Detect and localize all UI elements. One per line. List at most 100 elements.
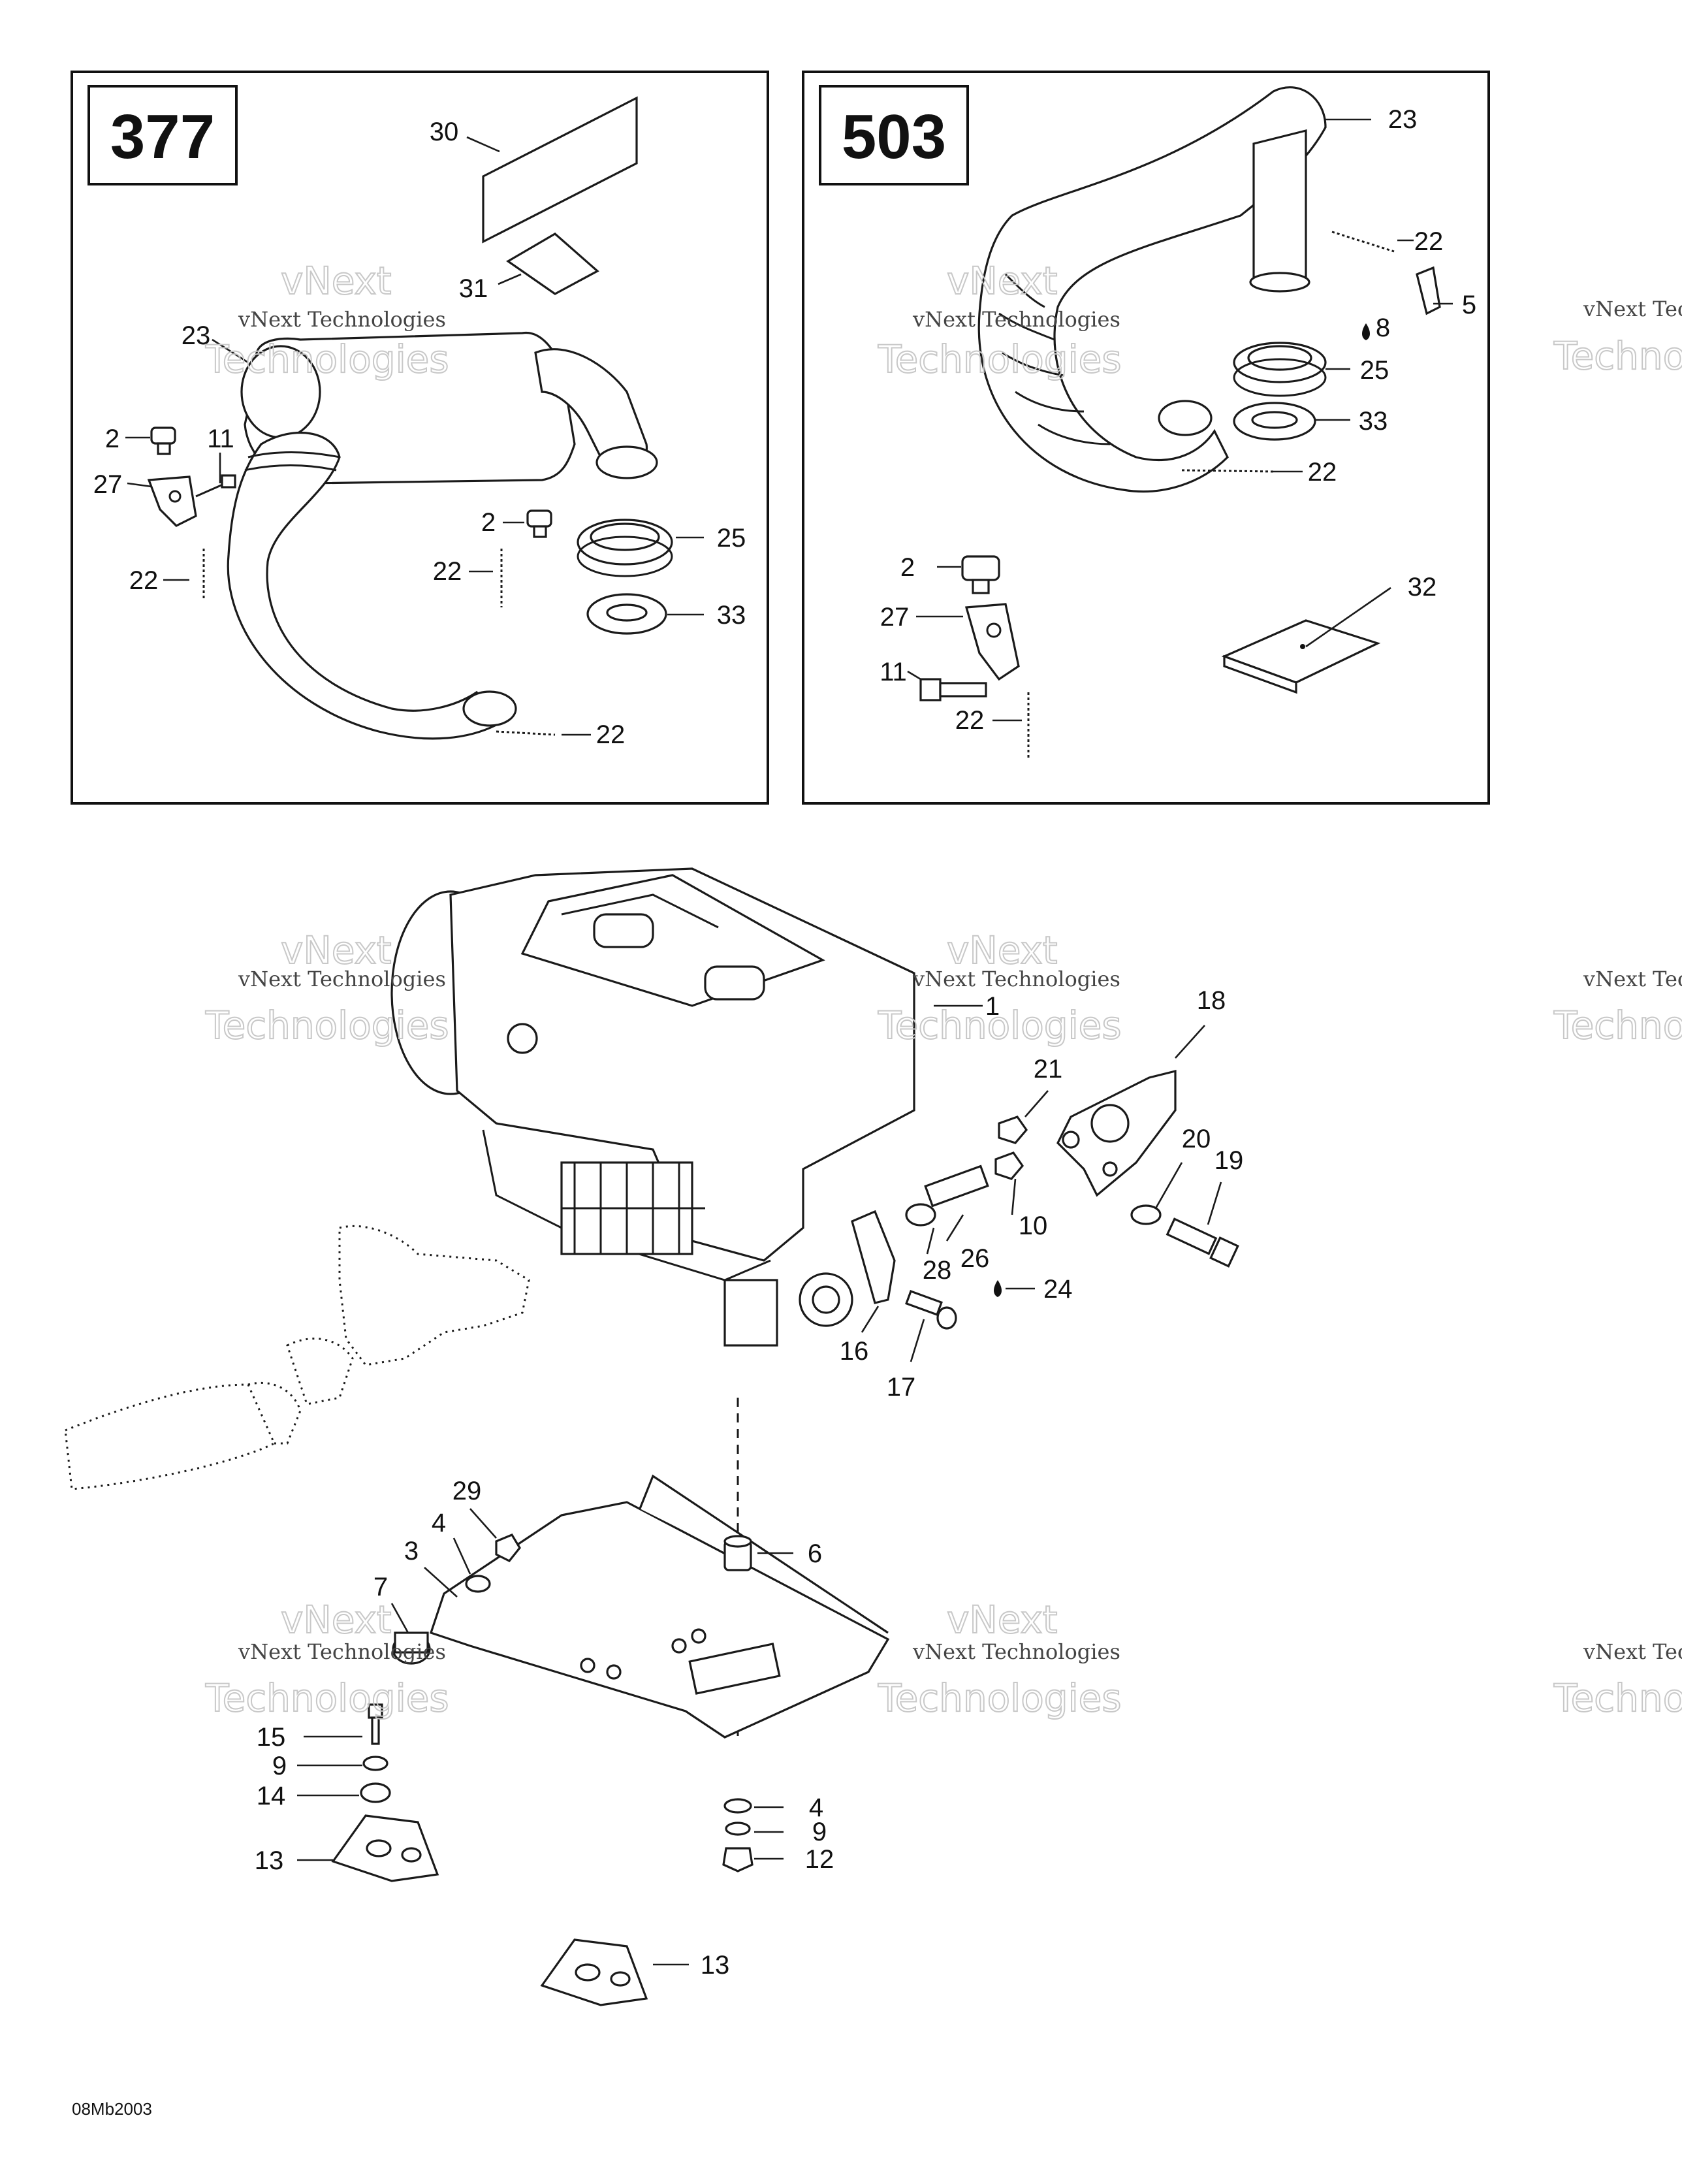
bolt-17: [905, 1290, 957, 1330]
label-2-right: 2: [900, 553, 915, 582]
bolt-11-right: [919, 678, 987, 701]
watermark-text-1: vNext Technologies: [238, 307, 446, 332]
washer-9-left: [362, 1756, 389, 1771]
engine-1: [390, 867, 915, 1347]
label-20: 20: [1182, 1125, 1211, 1153]
drop-8-icon: [1362, 323, 1370, 340]
label-9-bottom: 9: [812, 1818, 827, 1846]
label-23-left: 23: [182, 321, 211, 350]
bracket-27-left: [147, 475, 197, 527]
box-377-number: 377: [110, 102, 215, 172]
watermark-vnext-8: vNext: [947, 1598, 1057, 1642]
nut-12: [722, 1847, 754, 1872]
box-503-number: 503: [842, 102, 946, 172]
box-503: [819, 85, 969, 185]
label-15: 15: [257, 1723, 286, 1752]
label-9-left: 9: [272, 1752, 287, 1780]
spring-22-left-c: [496, 730, 556, 736]
label-25-right: 25: [1360, 356, 1389, 385]
label-17: 17: [887, 1373, 916, 1402]
label-33-left: 33: [717, 601, 746, 630]
label-4-bottom: 4: [809, 1793, 823, 1822]
gasket-25-left: [577, 519, 673, 577]
bolt-11-left: [195, 474, 236, 498]
leader-lines: [125, 118, 1453, 1966]
washer-4-top: [465, 1575, 491, 1593]
bolt-19: [1166, 1217, 1239, 1268]
label-27-right: 27: [880, 603, 910, 632]
label-8: 8: [1376, 313, 1390, 342]
watermark-tech-3: Technologies: [1553, 334, 1682, 378]
bolt-2-left: [150, 426, 176, 455]
label-7: 7: [373, 1573, 388, 1601]
watermark-tech-1: Technologies: [205, 337, 449, 381]
washer-20: [1130, 1204, 1162, 1225]
watermark-text-9: vNext Technologies: [1583, 1639, 1682, 1664]
label-6: 6: [808, 1539, 822, 1568]
watermark-tech-9: Technologies: [1553, 1676, 1682, 1720]
watermark-tech-5: Technologies: [878, 1003, 1122, 1048]
label-3: 3: [404, 1537, 419, 1566]
muffler-377: [227, 96, 658, 740]
watermark-text-5: vNext Technologies: [912, 967, 1120, 991]
label-24: 24: [1043, 1275, 1073, 1304]
pad-32: [1221, 619, 1381, 694]
label-21: 21: [1034, 1055, 1063, 1084]
watermark-tech-4: Technologies: [205, 1003, 449, 1048]
watermark-tech-6: Technologies: [1553, 1003, 1682, 1048]
label-11-right: 11: [880, 658, 907, 686]
intake-manifold-dotted: [64, 1225, 530, 1490]
washer-14: [360, 1782, 391, 1803]
label-22-right-b: 22: [1308, 458, 1337, 487]
label-5: 5: [1462, 291, 1476, 319]
label-10: 10: [1019, 1212, 1048, 1240]
watermark-text-2: vNext Technologies: [912, 307, 1120, 332]
watermark-vnext-1: vNext: [281, 259, 391, 303]
panel-503-frame: [802, 71, 1490, 805]
bolt-15: [368, 1703, 383, 1745]
spacer-6: [723, 1535, 752, 1571]
label-22-left-c: 22: [596, 720, 626, 749]
watermarks: vNext vNext Technologies Technologies vN…: [204, 258, 1682, 1721]
nut-10: [994, 1151, 1024, 1180]
watermark-vnext-5: vNext: [947, 928, 1057, 972]
label-11-left: 11: [207, 425, 234, 453]
label-31: 31: [459, 274, 488, 303]
watermark-tech-7: Technologies: [205, 1676, 449, 1720]
label-28: 28: [923, 1256, 952, 1285]
rubber-mount-7: [392, 1631, 431, 1665]
label-22-right-c: 22: [955, 706, 985, 735]
engine-mount-plate-3: [429, 1474, 890, 1739]
bolt-2-mid: [526, 509, 552, 538]
gasket-25-right: [1233, 342, 1327, 397]
bracket-27-right: [964, 603, 1020, 681]
drawing-code: 08Mb2003: [72, 2099, 152, 2119]
nut-29: [495, 1533, 521, 1563]
spring-22-right-a: [1331, 231, 1395, 253]
label-22-left-b: 22: [433, 557, 462, 586]
stud-26: [905, 1164, 989, 1227]
label-16: 16: [840, 1337, 869, 1366]
label-29: 29: [452, 1477, 482, 1505]
label-14: 14: [257, 1782, 286, 1810]
label-23-right: 23: [1388, 105, 1418, 134]
bracket-16: [851, 1210, 896, 1304]
washer-4-bottom: [723, 1798, 752, 1814]
panel-377-frame: [71, 71, 769, 805]
watermark-tech-2: Technologies: [878, 337, 1122, 381]
watermark-text-8: vNext Technologies: [912, 1639, 1120, 1664]
watermark-text-7: vNext Technologies: [238, 1639, 446, 1664]
label-27-left: 27: [93, 470, 123, 499]
label-22-left-a: 22: [129, 566, 159, 595]
drop-24: [994, 1280, 1002, 1297]
label-4-top: 4: [432, 1509, 446, 1537]
callout-labels: 30 31 23 2 11 27 22 2 22 25 33 22 23 22 …: [93, 105, 1476, 1980]
label-2-mid: 2: [481, 508, 496, 537]
bracket-5-right: [1416, 266, 1441, 315]
label-22-right-a: 22: [1414, 227, 1444, 256]
washer-9-bottom: [725, 1822, 751, 1836]
label-12: 12: [805, 1845, 834, 1874]
watermark-vnext-4: vNext: [281, 928, 391, 972]
label-30: 30: [430, 118, 459, 146]
